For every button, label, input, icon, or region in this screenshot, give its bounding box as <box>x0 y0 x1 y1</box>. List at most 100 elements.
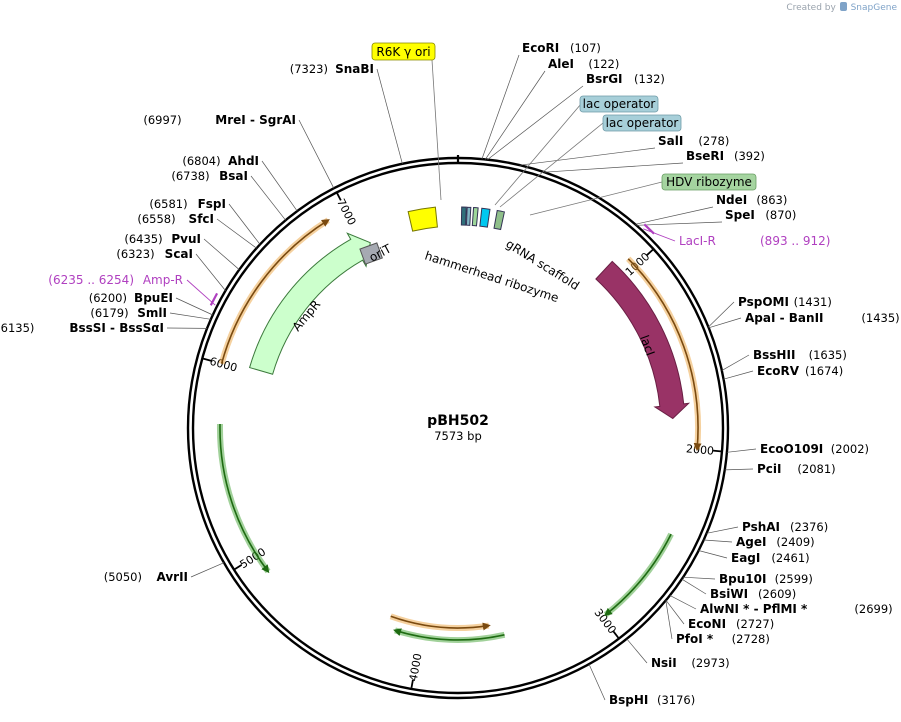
restriction-site[interactable]: AgeI(2409) <box>736 535 815 549</box>
lac-operator-1-label: lac operator <box>583 97 656 111</box>
ruler-tick-label: 7000 <box>334 197 358 228</box>
restriction-site[interactable]: PspOMI(1431) <box>738 295 832 309</box>
site-position: (6804) <box>182 154 220 168</box>
restriction-site[interactable]: AlwNI * - PflMI *(2699) <box>700 602 893 616</box>
orf-direction <box>220 219 330 364</box>
restriction-site[interactable]: ScaI(6323) <box>116 247 193 261</box>
site-name: AhdI <box>228 154 259 168</box>
primer[interactable]: Amp-R (6235 .. 6254) <box>48 273 183 287</box>
site-position: (1431) <box>794 295 832 309</box>
restriction-site[interactable]: EcoNI(2727) <box>688 617 774 631</box>
site-position: (6435) <box>124 232 162 246</box>
site-position: (6581) <box>149 197 187 211</box>
restriction-site[interactable]: BsiWI(2609) <box>710 587 796 601</box>
restriction-site[interactable]: EagI (2461) <box>731 551 810 565</box>
restriction-site[interactable]: BsaI (6738) <box>171 169 248 183</box>
site-name: EcoRV <box>757 364 800 378</box>
restriction-site[interactable]: FspI(6581) <box>149 197 226 211</box>
ruler-tick <box>646 249 654 256</box>
site-name: EagI <box>731 551 760 565</box>
restriction-site[interactable]: BpuEI(6200) <box>89 291 173 305</box>
lac-operator-2-box: lac operator <box>499 114 682 208</box>
site-name: SmlI <box>137 306 167 320</box>
site-position: (2461) <box>771 551 809 565</box>
site-leader <box>724 468 754 471</box>
site-leader <box>481 54 520 160</box>
orf-arc <box>389 613 490 631</box>
site-name: SalI <box>658 134 683 148</box>
site-position: (6179) <box>90 306 128 320</box>
orf-direction <box>393 628 505 641</box>
restriction-site[interactable]: EcoO109I(2002) <box>760 442 869 456</box>
primer-range: (6235 .. 6254) <box>48 273 134 287</box>
restriction-site[interactable]: BseRI(392) <box>686 149 765 163</box>
laci-arrow <box>595 260 691 420</box>
restriction-site[interactable]: AleI(122) <box>548 57 619 71</box>
site-name: BspHI <box>609 693 648 707</box>
site-position: (2081) <box>797 462 835 476</box>
restriction-site[interactable]: EcoRI(107) <box>522 41 601 55</box>
restriction-site[interactable]: PciI(2081) <box>757 462 836 476</box>
restriction-site[interactable]: EcoRV(1674) <box>757 364 843 378</box>
restriction-site[interactable]: BssSI - BssSαI(6135) <box>0 321 164 335</box>
site-name: BsrGI <box>586 72 623 86</box>
site-name: PfoI * <box>676 632 714 646</box>
lac-operator-2-label: lac operator <box>606 116 679 130</box>
primer-range: (893 .. 912) <box>760 234 830 248</box>
site-leader <box>665 599 685 625</box>
site-leader <box>682 576 716 580</box>
site-name: AlwNI * - PflMI * <box>700 602 808 616</box>
primer-leader <box>643 228 676 242</box>
site-position: (2728) <box>732 632 770 646</box>
restriction-site[interactable]: PvuI (6435) <box>124 232 201 246</box>
site-name: SnaBI <box>335 62 374 76</box>
restriction-site[interactable]: SmlI (6179) <box>90 306 167 320</box>
site-leader <box>298 119 335 189</box>
site-leader <box>228 203 261 245</box>
site-labels: EcoRI(107)AleI(122)BsrGI(132)SalI(278)Bs… <box>0 41 900 707</box>
restriction-site[interactable]: SpeI(870) <box>725 208 796 222</box>
restriction-site[interactable]: PshAI(2376) <box>742 520 828 534</box>
site-name: PvuI <box>171 232 201 246</box>
site-leader <box>626 638 648 664</box>
laci-label: lacI <box>637 333 657 357</box>
r6k-ori-block <box>407 206 438 232</box>
site-position: (132) <box>634 72 665 86</box>
site-position: (6997) <box>143 113 181 127</box>
restriction-site[interactable]: ApaI - BanII(1435) <box>745 311 900 325</box>
restriction-site[interactable]: NsiI(2973) <box>651 656 730 670</box>
hdv-ribozyme-label: HDV ribozyme <box>666 175 752 189</box>
ruler-tick <box>612 630 620 639</box>
restriction-site[interactable]: SalI(278) <box>658 134 729 148</box>
small-feature-block <box>471 207 479 227</box>
site-position: (6323) <box>116 247 154 261</box>
restriction-site[interactable]: BsrGI (132) <box>586 72 665 86</box>
primer-name: Amp-R <box>143 273 183 287</box>
site-name: BsaI <box>219 169 248 183</box>
orf-direction <box>604 533 672 616</box>
site-name: PshAI <box>742 520 780 534</box>
credit-brand: SnapGene <box>850 3 897 13</box>
restriction-site[interactable]: NdeI(863) <box>716 193 787 207</box>
restriction-site[interactable]: SfcI(6558) <box>137 212 214 226</box>
primer[interactable]: LacI-R (893 .. 912) <box>679 234 830 248</box>
restriction-site[interactable]: AvrII(5050) <box>104 570 188 584</box>
site-leader <box>203 238 240 270</box>
restriction-site[interactable]: PfoI * (2728) <box>676 632 770 646</box>
site-leader <box>721 354 750 371</box>
site-leader <box>636 221 723 226</box>
site-name: AgeI <box>736 535 766 549</box>
restriction-site[interactable]: Bpu10I(2599) <box>719 572 813 586</box>
restriction-site[interactable]: SnaBI(7323) <box>290 62 374 76</box>
primer-name: LacI-R <box>679 234 716 248</box>
site-name: NdeI <box>716 193 747 207</box>
site-leader <box>708 301 735 328</box>
restriction-site[interactable]: BspHI(3176) <box>609 693 695 707</box>
restriction-site[interactable]: BssHII(1635) <box>753 348 847 362</box>
restriction-site[interactable]: MreI - SgrAI (6997) <box>143 113 296 127</box>
site-position: (6738) <box>171 169 209 183</box>
restriction-site[interactable]: AhdI (6804) <box>182 154 259 168</box>
site-name: MreI - SgrAI <box>215 113 296 127</box>
site-position: (1435) <box>861 311 899 325</box>
small-feature-block <box>460 206 467 226</box>
